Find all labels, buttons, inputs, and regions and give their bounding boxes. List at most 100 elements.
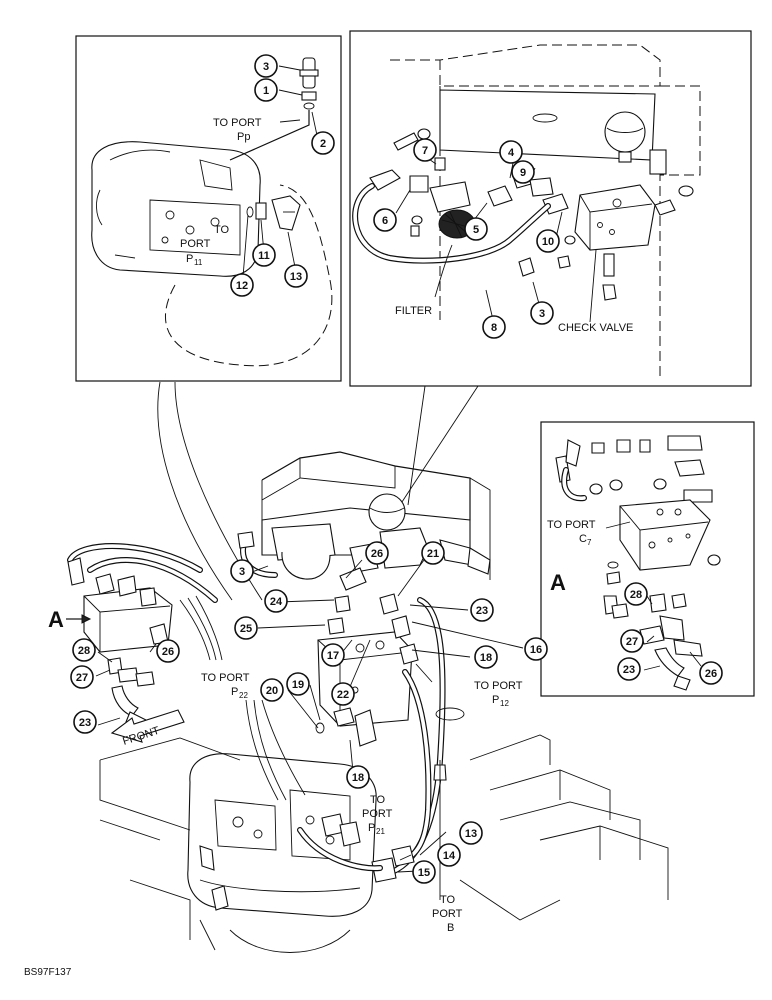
callout-circle [482,315,506,339]
callout-9: 9 [511,160,535,184]
callout-number: 6 [382,215,388,227]
callout-13: 13 [284,264,308,288]
callout-circle [499,140,523,164]
callout-circle [254,54,278,78]
callout-circle [230,559,254,583]
callout-17: 17 [321,643,345,667]
callout-24: 24 [264,589,288,613]
callout-7: 7 [413,138,437,162]
callout-circle [437,843,461,867]
callout-3: 3 [254,54,278,78]
callout-2: 2 [311,131,335,155]
callout-circle [311,131,335,155]
callout-number: 19 [292,679,304,691]
callout-1: 1 [254,78,278,102]
callout-23: 23 [73,710,97,734]
callout-circle [459,821,483,845]
callout-12: 12 [230,273,254,297]
callout-13: 13 [459,821,483,845]
callout-circle [530,301,554,325]
callout-circle [260,678,284,702]
callout-circle [421,541,445,565]
callout-circle [252,243,276,267]
callout-circle [624,582,648,606]
callout-23: 23 [470,598,494,622]
callout-19: 19 [286,672,310,696]
callout-number: 23 [623,664,635,676]
label-to-port-p21-line3: P [368,822,375,834]
callout-6: 6 [373,208,397,232]
fitting-group-11-12-13 [246,195,301,231]
callout-circle [346,765,370,789]
label-to-port-b-line3: B [447,922,454,934]
callout-5: 5 [464,217,488,241]
main-assembly-view: A [48,451,669,953]
callout-number: 26 [371,548,383,560]
callout-number: 24 [270,596,283,608]
callout-4: 4 [499,140,523,164]
callout-number: 18 [480,652,492,664]
callout-number: 25 [240,623,252,635]
label-to-port-c7-line2: C [579,533,587,545]
callout-11: 11 [252,243,276,267]
callout-number: 8 [491,322,497,334]
callout-number: 4 [508,147,515,159]
callout-number: 18 [352,772,364,784]
callout-number: 23 [476,605,488,617]
callout-circle [536,229,560,253]
callout-22: 22 [331,682,355,706]
pump-body-sketch [91,141,261,277]
callout-number: 27 [626,636,638,648]
callout-number: 28 [630,589,642,601]
label-to-port-p21-line2: PORT [362,808,393,820]
label-to-port-b-line2: PORT [432,908,463,920]
callout-circle [464,217,488,241]
label-filter: FILTER [395,305,432,317]
label-to-port-p11-line2: PORT [180,238,211,250]
fitting-stack-3-1-2 [229,57,319,161]
callout-18: 18 [474,645,498,669]
callout-circle [254,78,278,102]
callout-number: 15 [418,867,430,879]
callout-number: 10 [542,236,554,248]
callout-26: 26 [365,541,389,565]
view-letter-a-left: A [48,607,64,632]
callout-circle [230,273,254,297]
label-to-port-pp-line1: TO PORT [213,117,262,129]
callout-number: 16 [530,644,542,656]
label-to-port-p22-line2: P [231,686,238,698]
callout-26: 26 [699,661,723,685]
callout-number: 28 [78,645,90,657]
callout-circle [331,682,355,706]
main-pump-sketch [187,753,377,953]
callout-18: 18 [346,765,370,789]
callout-circle [699,661,723,685]
callout-circle [413,138,437,162]
callout-circle [264,589,288,613]
callout-number: 26 [162,646,174,658]
callout-21: 21 [421,541,445,565]
callout-number: 26 [705,668,717,680]
callout-number: 20 [266,685,278,697]
label-to-port-c7-line1: TO PORT [547,519,596,531]
callout-16: 16 [524,637,548,661]
callout-number: 3 [239,566,245,578]
callout-27: 27 [620,629,644,653]
callout-circle [474,645,498,669]
label-to-port-b-line1: TO [440,894,456,906]
callout-circle [620,629,644,653]
callout-8: 8 [482,315,506,339]
callout-number: 2 [320,138,326,150]
callout-number: 14 [443,850,456,862]
label-to-port-p12-line1: TO PORT [474,680,523,692]
figure-code: BS97F137 [24,967,72,978]
label-to-port-p12-line2: P [492,694,499,706]
callout-circle [365,541,389,565]
callout-10: 10 [536,229,560,253]
label-to-port-p11-line1: TO [214,224,230,236]
label-to-port-pp-line2: Pp [237,131,250,143]
callout-circle [412,860,436,884]
callout-number: 27 [76,672,88,684]
